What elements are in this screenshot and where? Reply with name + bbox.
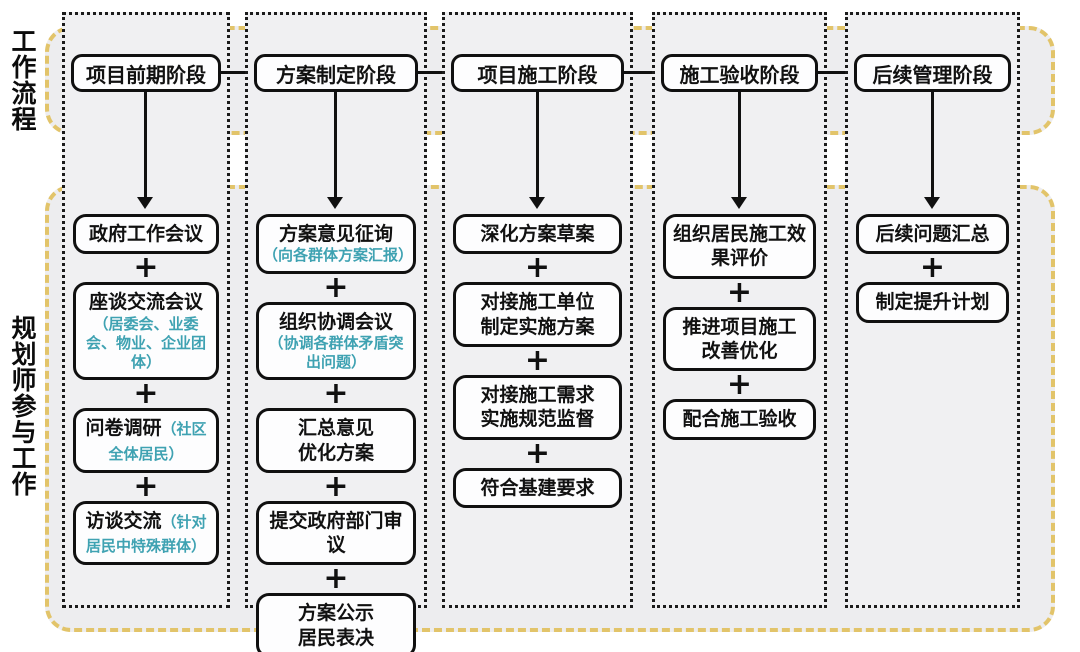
task-box: 组织居民施工效果评价 (663, 214, 816, 279)
task-main-text: 访谈交流 (85, 509, 162, 532)
task-main-text: 符合基建要求 (480, 476, 595, 499)
stage-down-arrow (923, 92, 940, 209)
task-main-text: 深化方案草案 (480, 223, 595, 245)
stage-box: 项目前期阶段 (71, 54, 221, 92)
task-main-text: 配合施工验收 (682, 408, 797, 431)
task-box: 制定提升计划 (856, 282, 1009, 323)
task-main-text: 对接施工单位 制定实施方案 (480, 291, 595, 338)
stage-box: 方案制定阶段 (254, 54, 418, 92)
plus-connector: + (133, 468, 159, 504)
task-box: 提交政府部门审议 (256, 500, 416, 566)
plus-connector: + (524, 342, 551, 378)
task-box: 对接施工需求 实施规范监督 (453, 374, 622, 440)
task-stack: 深化方案草案 + 对接施工单位 制定实施方案 + 对接施工需求 实施规范监督 + 符合基建要… (446, 214, 629, 508)
task-main-text: 对接施工需求 实施规范监督 (480, 383, 595, 431)
task-box: 政府工作会议 (73, 214, 219, 255)
task-stack: 政府工作会议+座谈交流会议（居委会、业委会、物业、企业团体）+问卷调研（社区全体… (66, 214, 226, 566)
task-box: 组织协调会议（协调各群体矛盾突出问题） (256, 301, 416, 381)
task-stack: 后续问题汇总 + 制定提升计划 (849, 214, 1016, 323)
stage-box: 后续管理阶段 (854, 54, 1011, 92)
task-box: 配合施工验收 (663, 399, 816, 440)
workflow-side-label: 工作流程 (11, 27, 37, 134)
stage-down-arrow (730, 92, 747, 209)
task-note-text: （向各群体方案汇报） (263, 246, 414, 265)
plus-connector: + (133, 250, 159, 286)
task-main-text: 制定提升计划 (875, 291, 990, 314)
plus-connector: + (323, 376, 349, 412)
task-box: 符合基建要求 (453, 467, 622, 508)
task-box: 方案公示 居民表决 (256, 593, 416, 652)
stage-down-arrow (327, 92, 343, 209)
task-main-text: 推进项目施工 改善优化 (682, 315, 797, 362)
task-box: 对接施工单位 制定实施方案 (453, 282, 622, 347)
stage-down-arrow (137, 92, 153, 209)
task-main-text: 方案公示 居民表决 (297, 602, 374, 649)
task-main-text: 组织协调会议 (278, 310, 393, 333)
task-main-text: 组织居民施工效果评价 (672, 223, 806, 270)
plus-connector: + (323, 468, 349, 504)
task-main-text: 汇总意见 优化方案 (297, 417, 374, 464)
task-stack: 方案意见征询（向各群体方案汇报）+组织协调会议（协调各群体矛盾突出问题）+汇总意… (249, 214, 423, 652)
task-box: 深化方案草案 (453, 214, 622, 255)
task-note-text: （社区全体居民） (108, 420, 207, 463)
stage-box: 施工验收阶段 (661, 54, 818, 92)
task-box: 推进项目施工 改善优化 (663, 306, 816, 372)
task-note-text: （居委会、业委会、物业、企业团体） (85, 314, 206, 371)
task-box: 后续问题汇总 (856, 214, 1009, 255)
task-main-text: 问卷调研 (85, 417, 162, 440)
plus-connector: + (524, 250, 551, 286)
task-main-text: 政府工作会议 (88, 223, 203, 245)
task-box: 方案意见征询（向各群体方案汇报） (256, 214, 416, 274)
plus-connector: + (919, 250, 946, 286)
task-box: 汇总意见 优化方案 (256, 408, 416, 473)
task-main-text: 座谈交流会议 (88, 291, 203, 314)
plus-connector: + (323, 269, 349, 305)
task-box: 问卷调研（社区全体居民） (73, 408, 219, 473)
plus-connector: + (524, 435, 551, 471)
task-main-text: 后续问题汇总 (875, 223, 990, 245)
task-box: 座谈交流会议（居委会、业委会、物业、企业团体） (73, 282, 219, 381)
stage-box: 项目施工阶段 (451, 54, 624, 92)
stage-down-arrow (528, 92, 545, 209)
task-note-text: （针对居民中特殊群体） (85, 512, 207, 556)
planner-side-label: 规划师参与工作 (11, 314, 37, 499)
task-main-text: 方案意见征询 (278, 223, 393, 245)
task-main-text: 提交政府部门审议 (269, 509, 403, 557)
task-box: 访谈交流（针对居民中特殊群体） (73, 500, 219, 566)
plus-connector: + (726, 274, 753, 310)
plus-connector: + (726, 367, 753, 403)
plus-connector: + (133, 376, 159, 412)
task-note-text: （协调各群体矛盾突出问题） (268, 333, 404, 371)
plus-connector: + (323, 561, 349, 597)
task-stack: 组织居民施工效果评价 + 推进项目施工 改善优化 + 配合施工验收 (656, 214, 823, 440)
